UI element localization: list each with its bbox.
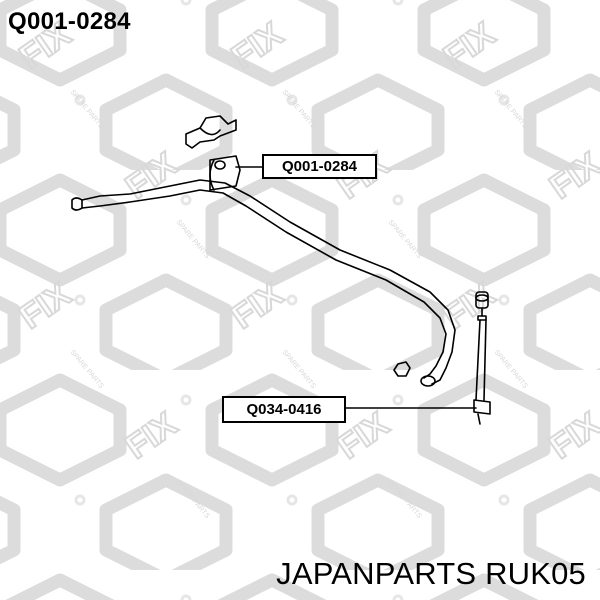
bar-left-end [71, 197, 83, 211]
cross-reference-label: JAPANPARTS RUK05 [276, 556, 586, 591]
part-number-title: Q001-0284 [8, 8, 131, 35]
callout-text-bushing: Q001-0284 [281, 158, 358, 175]
bushing-bracket [185, 115, 237, 149]
stabilizer-link [473, 291, 491, 425]
callout-label-bushing: Q001-0284 [262, 154, 377, 179]
nut [393, 361, 411, 377]
callout-text-link: Q034-0416 [246, 401, 322, 418]
stabilizer-bushing [209, 155, 241, 191]
callout-label-link: Q034-0416 [222, 396, 346, 423]
stabilizer-bar-outline-top [81, 179, 456, 385]
stabilizer-bar-outline-bottom [81, 189, 447, 379]
bar-right-end-eye [420, 375, 436, 387]
